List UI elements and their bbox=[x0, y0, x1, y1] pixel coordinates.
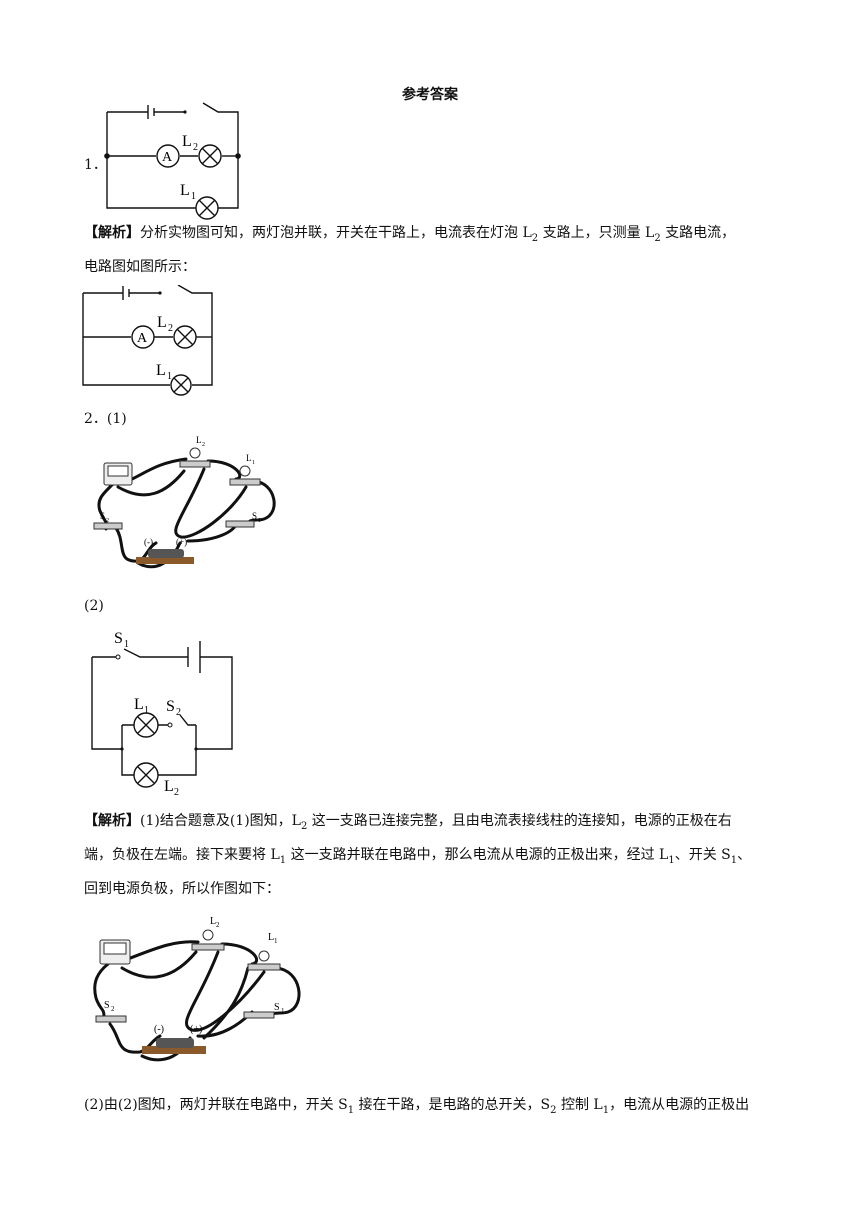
ammeter-label: A bbox=[162, 150, 173, 165]
svg-text:2: 2 bbox=[111, 1005, 115, 1013]
svg-text:L: L bbox=[134, 696, 144, 713]
svg-text:1: 1 bbox=[252, 460, 255, 466]
question-1-number: 1． bbox=[84, 157, 107, 173]
svg-text:1: 1 bbox=[144, 705, 149, 716]
svg-text:S: S bbox=[100, 511, 105, 521]
q2-analysis-line-3: 回到电源负极，所以作图如下： bbox=[84, 881, 280, 897]
svg-text:2: 2 bbox=[168, 323, 173, 334]
svg-text:L: L bbox=[156, 362, 166, 379]
circuit-diagram-1: A L 2 L 1 bbox=[104, 102, 241, 220]
svg-text:2: 2 bbox=[216, 921, 220, 929]
svg-text:2: 2 bbox=[174, 787, 179, 795]
svg-text:L: L bbox=[157, 314, 167, 331]
svg-text:(-): (-) bbox=[144, 537, 153, 547]
q2-analysis-line-1: 【解析】(1)结合题意及(1)图知，L2 这一支路已连接完整，且由电流表接线柱的… bbox=[84, 813, 732, 832]
svg-text:S: S bbox=[166, 698, 175, 715]
svg-text:S: S bbox=[274, 1002, 280, 1013]
svg-text:(+): (+) bbox=[190, 1024, 202, 1035]
svg-text:2: 2 bbox=[106, 518, 109, 524]
svg-text:L: L bbox=[268, 932, 274, 943]
svg-text:2: 2 bbox=[202, 442, 205, 448]
q2-analysis-part-2-line-1: (2)由(2)图知，两灯并联在电路中，开关 S1 接在干路，是电路的总开关，S2… bbox=[84, 1097, 750, 1116]
circuit-diagram-1-analysis: A L 2 L 1 bbox=[82, 285, 213, 396]
svg-text:2: 2 bbox=[193, 142, 198, 153]
svg-text:L: L bbox=[210, 916, 216, 927]
svg-text:1: 1 bbox=[258, 518, 261, 524]
svg-text:L: L bbox=[180, 182, 190, 199]
svg-text:(+): (+) bbox=[176, 537, 187, 547]
svg-text:1: 1 bbox=[191, 191, 196, 202]
svg-text:2: 2 bbox=[176, 707, 181, 718]
svg-text:(-): (-) bbox=[154, 1024, 164, 1035]
svg-text:A: A bbox=[137, 331, 148, 346]
svg-text:L: L bbox=[164, 778, 174, 795]
svg-text:1: 1 bbox=[167, 371, 172, 382]
question-2-number: 2．(1) bbox=[84, 411, 127, 427]
svg-text:1: 1 bbox=[124, 639, 129, 650]
svg-text:L: L bbox=[182, 133, 192, 150]
svg-text:S: S bbox=[104, 1000, 110, 1011]
q1-analysis-line-1: 【解析】分析实物图可知，两灯泡并联，开关在干路上，电流表在灯泡 L2 支路上，只… bbox=[84, 225, 736, 244]
q2-analysis-line-2: 端，负极在左端。接下来要将 L1 这一支路并联在电路中，那么电流从电源的正极出来… bbox=[84, 847, 752, 866]
svg-text:1: 1 bbox=[281, 1007, 285, 1015]
page-title: 参考答案 bbox=[402, 87, 458, 103]
question-2-part-2-label: (2) bbox=[84, 598, 104, 614]
svg-text:L: L bbox=[196, 435, 202, 445]
svg-text:1: 1 bbox=[274, 937, 278, 945]
q1-analysis-line-2: 电路图如图所示： bbox=[84, 259, 196, 275]
svg-text:S: S bbox=[114, 630, 123, 647]
svg-text:L: L bbox=[246, 453, 252, 463]
svg-text:S: S bbox=[252, 511, 257, 521]
